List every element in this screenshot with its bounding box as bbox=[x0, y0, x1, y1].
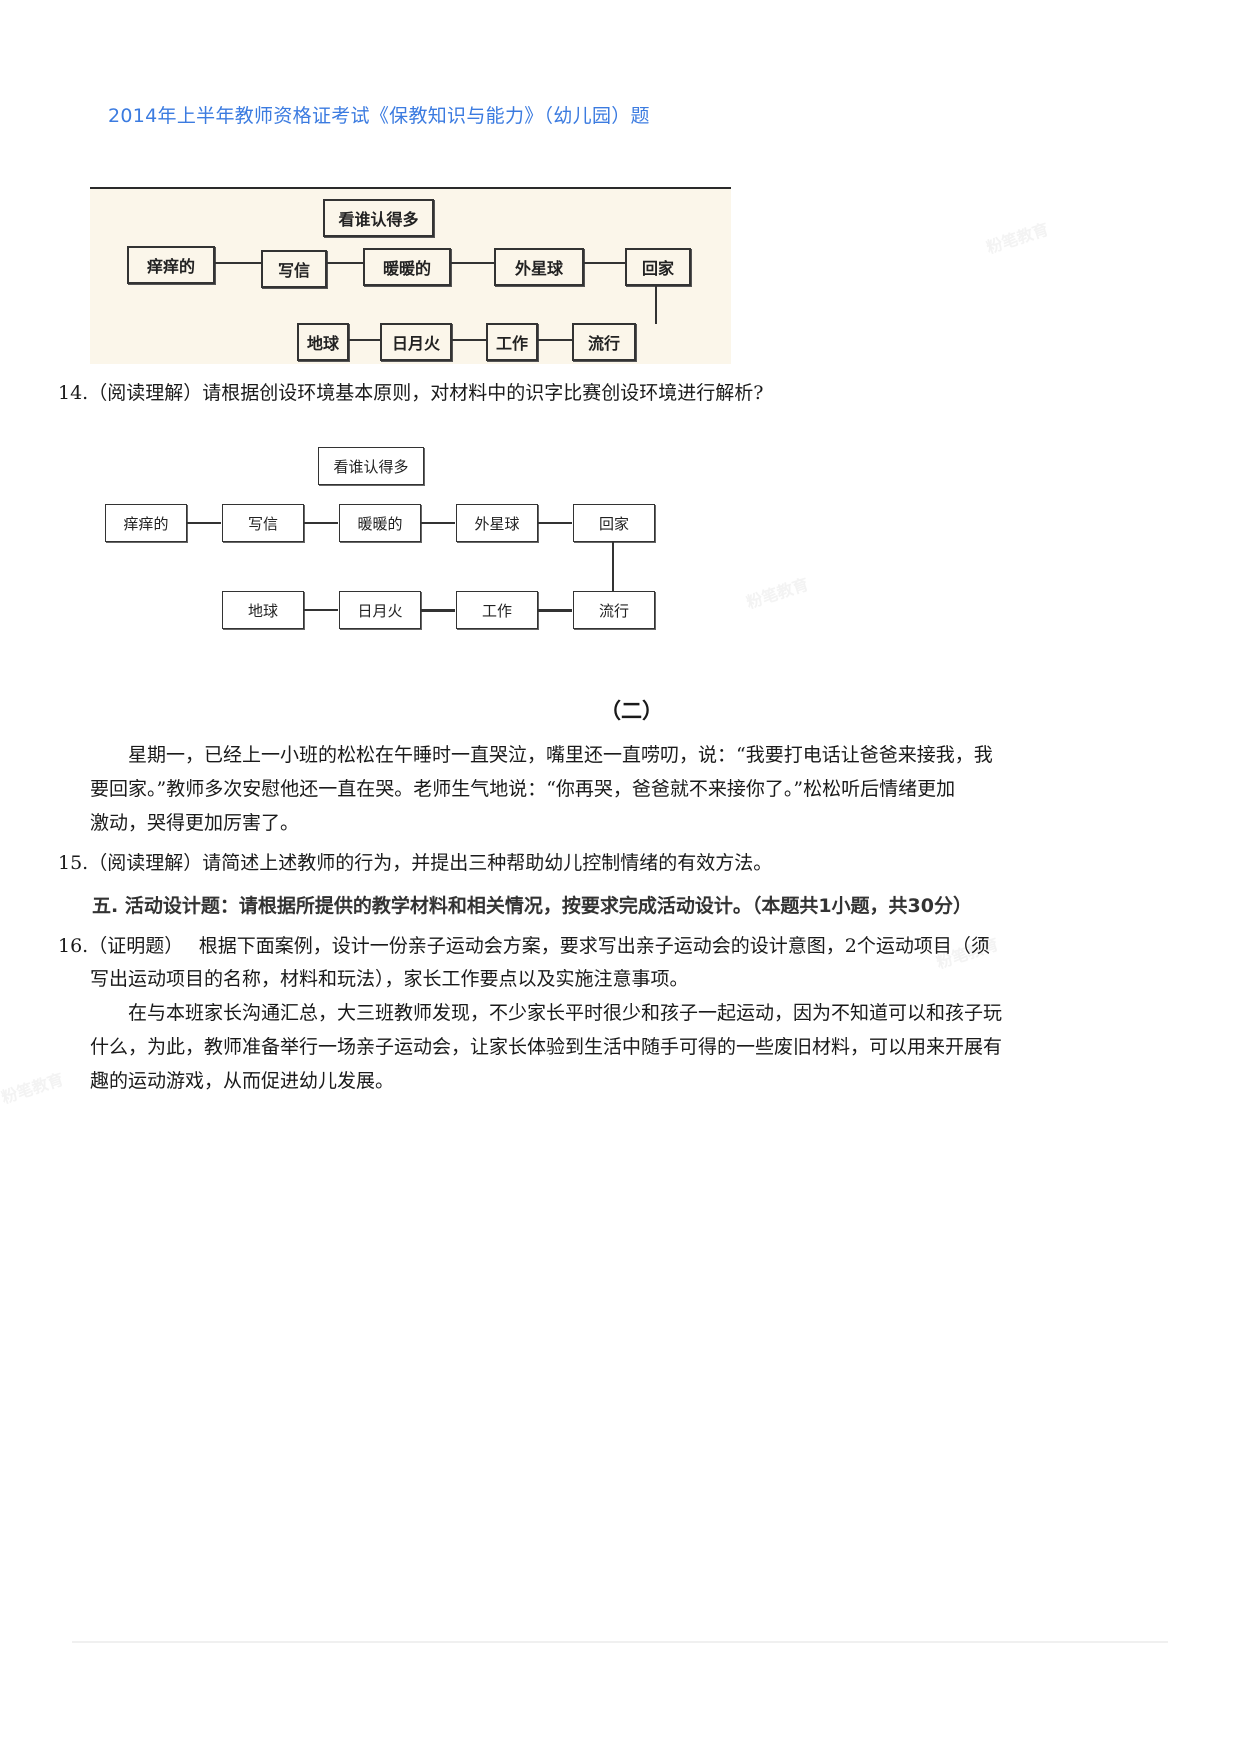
watermark: 粉笔教育 bbox=[744, 574, 811, 613]
passage-line: 激动，哭得更加厉害了。 bbox=[90, 812, 300, 834]
diagram-node: 痒痒的 bbox=[127, 246, 215, 284]
diagram-node: 痒痒的 bbox=[105, 504, 187, 542]
diagram-node: 流行 bbox=[572, 323, 636, 361]
document-title: 2014年上半年教师资格证考试《保教知识与能力》（幼儿园）题 bbox=[108, 105, 650, 127]
passage-line: 星期一，已经上一小班的松松在午睡时一直哭泣，嘴里还一直唠叨，说：“我要打电话让爸… bbox=[128, 744, 993, 766]
diagram-title-box: 看谁认得多 bbox=[323, 199, 434, 237]
diagram-node: 日月火 bbox=[380, 323, 452, 361]
diagram-node: 流行 bbox=[573, 591, 655, 629]
question-16-continued: 写出运动项目的名称，材料和玩法），家长工作要点以及实施注意事项。 bbox=[90, 968, 689, 990]
section-five-heading: 五. 活动设计题：请根据所提供的教学材料和相关情况，按要求完成活动设计。（本题共… bbox=[92, 895, 972, 917]
diagram-node: 写信 bbox=[261, 250, 327, 288]
case-line: 在与本班家长沟通汇总，大三班教师发现，不少家长平时很少和孩子一起运动，因为不知道… bbox=[128, 1002, 1003, 1024]
material-heading: （二） bbox=[600, 698, 663, 723]
diagram-node: 地球 bbox=[297, 323, 349, 361]
diagram-node: 日月火 bbox=[339, 591, 421, 629]
diagram-node: 回家 bbox=[625, 248, 691, 286]
diagram-node: 回家 bbox=[573, 504, 655, 542]
question-14: 14.（阅读理解）请根据创设环境基本原则，对材料中的识字比赛创设环境进行解析? bbox=[58, 382, 764, 404]
footer-divider bbox=[72, 1641, 1168, 1643]
diagram-node: 写信 bbox=[222, 504, 304, 542]
word-chain-diagram: 看谁认得多 痒痒的 写信 暖暖的 外星球 回家 地球 日月火 工作 流行 bbox=[105, 447, 665, 637]
diagram-node: 工作 bbox=[486, 323, 538, 361]
diagram-node: 外星球 bbox=[494, 248, 584, 286]
passage-line: 要回家。”教师多次安慰他还一直在哭。老师生气地说：“你再哭，爸爸就不来接你了。”… bbox=[90, 778, 956, 800]
question-16-case: 在与本班家长沟通汇总，大三班教师发现，不少家长平时很少和孩子一起运动，因为不知道… bbox=[90, 996, 1150, 1098]
case-line: 趣的运动游戏，从而促进幼儿发展。 bbox=[90, 1070, 395, 1092]
material-two-passage: 星期一，已经上一小班的松松在午睡时一直哭泣，嘴里还一直唠叨，说：“我要打电话让爸… bbox=[90, 738, 1150, 840]
question-15: 15.（阅读理解）请简述上述教师的行为，并提出三种帮助幼儿控制情绪的有效方法。 bbox=[58, 852, 773, 874]
diagram-node: 工作 bbox=[456, 591, 538, 629]
question-16: 16.（证明题） 根据下面案例，设计一份亲子运动会方案，要求写出亲子运动会的设计… bbox=[58, 935, 990, 957]
case-line: 什么，为此，教师准备举行一场亲子运动会，让家长体验到生活中随手可得的一些废旧材料… bbox=[90, 1036, 1003, 1058]
diagram-node: 暖暖的 bbox=[363, 248, 451, 286]
diagram-node: 地球 bbox=[222, 591, 304, 629]
diagram-node: 外星球 bbox=[456, 504, 538, 542]
diagram-title-box: 看谁认得多 bbox=[318, 447, 424, 485]
watermark: 粉笔教育 bbox=[984, 219, 1051, 258]
watermark: 粉笔教育 bbox=[0, 1069, 66, 1108]
diagram-node: 暖暖的 bbox=[339, 504, 421, 542]
scanned-diagram: 看谁认得多 痒痒的 写信 暖暖的 外星球 回家 地球 日月火 工作 流行 bbox=[90, 187, 731, 364]
